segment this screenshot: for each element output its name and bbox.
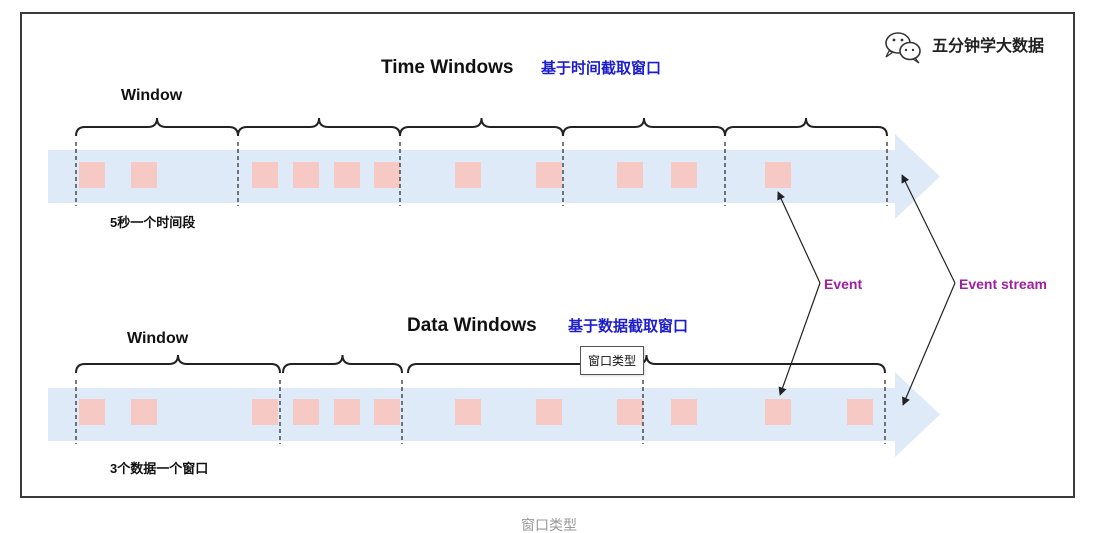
tooltip: 窗口类型 — [580, 346, 645, 375]
event-box — [293, 162, 319, 188]
event-box — [455, 162, 481, 188]
event-box — [765, 399, 791, 425]
window-brace — [399, 117, 564, 137]
time-stream-arrow — [48, 134, 940, 219]
event-box — [79, 399, 105, 425]
event-box — [79, 162, 105, 188]
event-box — [334, 399, 360, 425]
data-window-description: 3个数据一个窗口 — [110, 461, 209, 476]
event-box — [536, 162, 562, 188]
data-stream-arrow — [48, 372, 940, 457]
event-stream-pointer-arrow — [902, 282, 956, 406]
event-box — [765, 162, 791, 188]
window-brace — [75, 117, 239, 137]
image-caption: 窗口类型 — [521, 517, 577, 533]
window-brace — [237, 117, 401, 137]
time-windows-subtitle: 基于时间截取窗口 — [541, 60, 662, 77]
data-windows-subtitle: 基于数据截取窗口 — [568, 318, 689, 335]
event-box — [293, 399, 319, 425]
event-box — [252, 162, 278, 188]
event-box — [455, 399, 481, 425]
event-stream-label: Event stream — [959, 276, 1047, 292]
data-windows-title: Data Windows — [407, 315, 537, 336]
event-stream-pointer-arrow — [901, 174, 956, 284]
window-brace — [407, 354, 886, 374]
brand-name: 五分钟学大数据 — [932, 38, 1045, 55]
window-brace — [562, 117, 726, 137]
event-box — [671, 399, 697, 425]
event-box — [374, 399, 400, 425]
event-box — [617, 399, 643, 425]
event-box — [334, 162, 360, 188]
event-box — [131, 162, 157, 188]
event-box — [617, 162, 643, 188]
event-pointer-arrow — [777, 191, 821, 284]
window-brace — [75, 354, 281, 374]
window-brace — [282, 354, 403, 374]
data-window-label: Window — [127, 330, 189, 347]
event-box — [671, 162, 697, 188]
window-brace — [724, 117, 888, 137]
event-label: Event — [824, 276, 863, 292]
event-box — [536, 399, 562, 425]
event-box — [847, 399, 873, 425]
time-window-label: Window — [121, 87, 183, 104]
event-box — [252, 399, 278, 425]
event-box — [374, 162, 400, 188]
time-windows-title: Time Windows — [381, 57, 514, 78]
event-box — [131, 399, 157, 425]
event-pointer-arrow — [778, 282, 821, 396]
wechat-icon — [885, 32, 921, 64]
time-window-description: 5秒一个时间段 — [110, 215, 196, 230]
